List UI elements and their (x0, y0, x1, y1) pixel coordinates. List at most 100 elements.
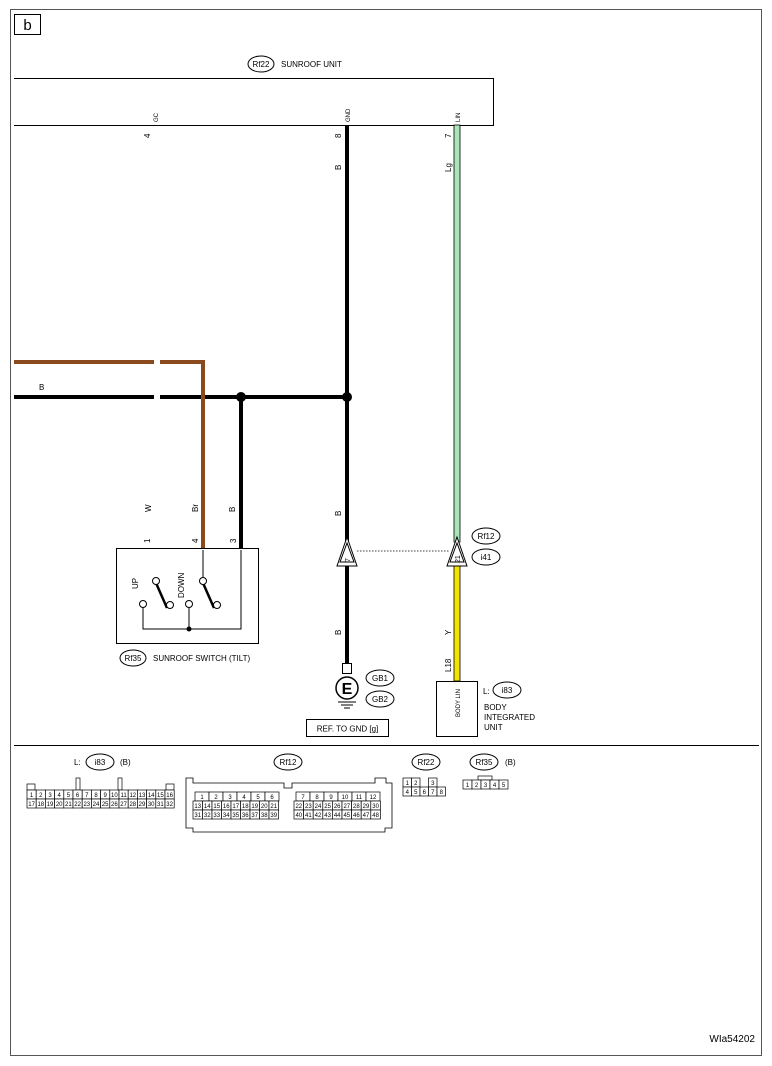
body-unit-name-line-1: BODY (484, 703, 507, 712)
sunroof-pin-4-num: 4 (143, 133, 152, 138)
connector-pin-number: 45 (343, 813, 350, 819)
connector-pin-number: 3 (484, 783, 488, 789)
rf35-badge (469, 753, 499, 771)
connector-pin-number: 29 (139, 802, 146, 808)
joint-lower-id: i41 (481, 553, 492, 562)
connector-pin-number: 22 (295, 804, 302, 810)
page-border (10, 9, 762, 1056)
i83-tab (26, 783, 36, 791)
connector-pin-number: 35 (232, 813, 239, 819)
switch-junction-dot (186, 626, 192, 632)
connector-pin-number: 20 (56, 802, 63, 808)
switch-pin3-wire-color: B (228, 507, 237, 512)
connector-pin-number: 19 (47, 802, 54, 808)
lin-wire-yellow (453, 564, 461, 682)
connector-pin-number: 30 (148, 802, 155, 808)
connector-pin-number: 33 (213, 813, 220, 819)
connector-pin-cell (268, 809, 279, 820)
i83-tab (117, 777, 123, 791)
connector-pin-number: 14 (204, 804, 211, 810)
body-unit-inner-label: BODY LIN (456, 689, 462, 717)
connector-pin-number: 2 (39, 793, 43, 799)
lin-wire-green (453, 124, 461, 543)
connector-pin-number: 11 (356, 795, 363, 801)
rf22-badge (411, 753, 441, 771)
connector-pin-number: 12 (129, 793, 136, 799)
connector-pin-number: 16 (223, 804, 230, 810)
ref-to-gnd-box (306, 719, 389, 737)
connector-pin-number: 41 (305, 813, 312, 819)
wires (14, 124, 461, 682)
i83-suffix: (B) (120, 758, 131, 767)
connector-pin-number: 34 (223, 813, 230, 819)
left-black-wire-color: B (39, 383, 44, 392)
ground-symbol-letter: E (342, 681, 353, 698)
sunroof-unit-connector-badge (247, 55, 275, 73)
connector-pin-number: 10 (342, 795, 349, 801)
body-unit-connector-id: i83 (502, 686, 513, 695)
connector-pin-number: 28 (129, 802, 136, 808)
lin-wire-color-lower: Y (444, 629, 453, 635)
connector-pin-number: 31 (157, 802, 164, 808)
gnd-wire-color-mid: B (334, 511, 343, 516)
connector-pin-number: 6 (270, 795, 274, 801)
connector-pin-number: 7 (301, 795, 305, 801)
connector-pin-number: 5 (256, 795, 260, 801)
switch-pin4-wire-color: Br (191, 504, 200, 512)
connector-pin-number: 26 (334, 804, 341, 810)
connector-pin-number: 15 (213, 804, 220, 810)
switch-up-label: UP (131, 578, 140, 589)
connector-pin-number: 47 (363, 813, 370, 819)
lin-joint-triangle-inner (449, 541, 465, 563)
body-unit-name-line-3: UNIT (484, 723, 503, 732)
sunroof-pin-8-label: GND (346, 108, 352, 122)
switch-contact (166, 601, 174, 609)
connector-pin-number: 39 (270, 813, 277, 819)
connector-pin-cell (370, 809, 381, 820)
ground-label-2: GB2 (372, 695, 389, 704)
switch-connector-badge (119, 649, 147, 667)
connector-pin-number: 2 (414, 781, 418, 787)
connector-pin-number: 46 (353, 813, 360, 819)
connector-pin-number: 13 (139, 793, 146, 799)
section-letter-box (14, 14, 41, 35)
switch-pin-3: 3 (229, 538, 238, 543)
connector-pin-number: 42 (315, 813, 322, 819)
connector-pin-number: 27 (343, 804, 350, 810)
ground-label-1: GB1 (372, 674, 389, 683)
connector-pin-number: 20 (261, 804, 268, 810)
ground-badge-1 (365, 669, 395, 687)
connector-pin-number: 5 (67, 793, 71, 799)
connector-pin-number: 11 (120, 793, 127, 799)
connector-pin-number: 5 (502, 783, 506, 789)
connector-pin-number: 26 (111, 802, 118, 808)
connector-pin-number: 31 (194, 813, 201, 819)
ground-terminal (342, 663, 352, 674)
connector-pin-number: 25 (102, 802, 109, 808)
rf35-id: Rf35 (476, 758, 493, 767)
i83-badge (85, 753, 115, 771)
connector-pin-number: 1 (200, 795, 204, 801)
switch-pin-4: 4 (191, 538, 200, 543)
rf12-badge (273, 753, 303, 771)
body-integrated-unit: BODY LIN L: i83 BODY INTEGRATED UNIT (436, 681, 535, 737)
connector-pin-number: 21 (65, 802, 72, 808)
switch-pin-1: 1 (143, 538, 152, 543)
connector-pin-number: 36 (242, 813, 249, 819)
joint-connectors: 7 21 Rf12 i41 (336, 527, 501, 567)
rf35-suffix: (B) (505, 758, 516, 767)
ground: E GB1 GB2 REF. TO GND [g] (306, 663, 395, 737)
sunroof-switch: 1 4 3 UP DOWN Rf35 SUNROOF SWITCH (TILT) (116, 538, 259, 667)
connector-pin-number: 29 (363, 804, 370, 810)
connector-pin-number: 3 (431, 781, 435, 787)
connector-pin-number: 6 (423, 790, 427, 796)
sunroof-unit-name: SUNROOF UNIT (281, 60, 342, 69)
connector-pin-number: 17 (28, 802, 35, 808)
connector-pin-number: 7 (85, 793, 89, 799)
i83-tab (165, 783, 175, 791)
switch-circuit (142, 550, 242, 630)
connector-pin-number: 18 (242, 804, 249, 810)
connector-pin-number: 16 (166, 793, 173, 799)
